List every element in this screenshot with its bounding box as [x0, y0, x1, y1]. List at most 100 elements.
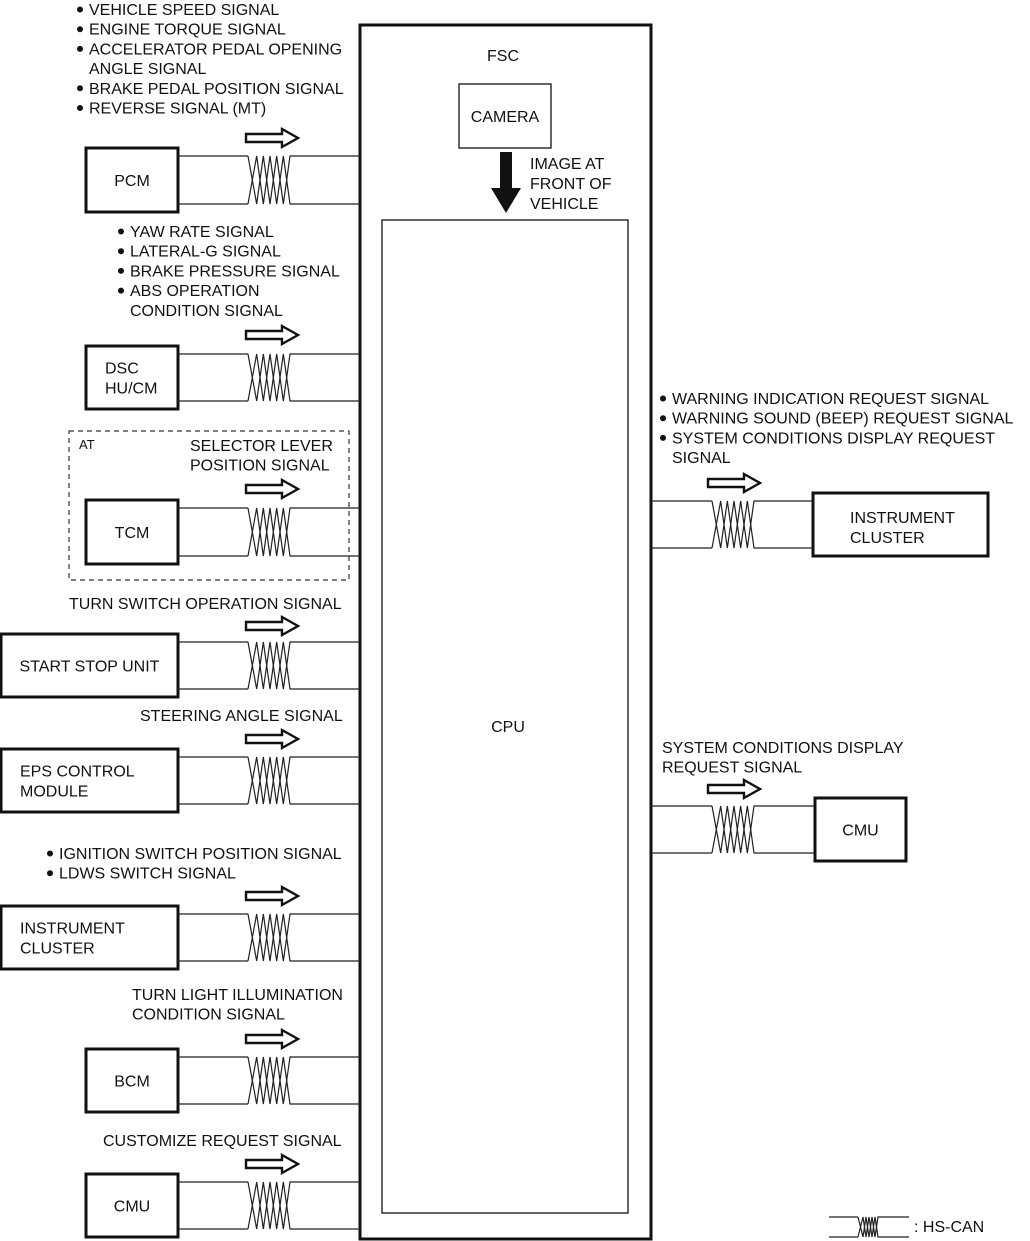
- output-signals-1: WARNING INDICATION REQUEST SIGNAL WARNING…: [660, 391, 1013, 467]
- signal-text: CONDITION SIGNAL: [130, 303, 283, 320]
- input-module-5-box: [0, 747, 180, 814]
- input-module-3-label-line-1: TCM: [115, 525, 150, 542]
- input-module-8-label-line-1: CMU: [114, 1199, 150, 1216]
- signal-direction-arrow-icon: [244, 323, 301, 347]
- input-channel-6: INSTRUMENT CLUSTER IGNITION SWITCH POSITIO…: [0, 846, 360, 971]
- input-module-8-box: [84, 1172, 180, 1239]
- bullet-icon: [77, 45, 83, 52]
- legend-wire-symbol: [829, 1216, 909, 1238]
- signal-text: SYSTEM CONDITIONS DISPLAY REQUEST: [672, 430, 995, 447]
- signal-text: YAW RATE SIGNAL: [130, 224, 274, 241]
- signal-text: LDWS SWITCH SIGNAL: [59, 866, 236, 883]
- hs-can-wire: [178, 1056, 360, 1105]
- signal-text: ENGINE TORQUE SIGNAL: [89, 22, 286, 39]
- output-signals-2: SYSTEM CONDITIONS DISPLAY REQUEST SIGNAL: [662, 740, 904, 777]
- output-module-2-label-line-1: CMU: [842, 823, 878, 840]
- bullet-icon: [118, 228, 124, 235]
- input-module-6-label-line-1: INSTRUMENT: [20, 921, 125, 938]
- signal-text: WARNING INDICATION REQUEST SIGNAL: [672, 391, 989, 408]
- hs-can-wire: [178, 353, 360, 402]
- hs-can-wire: [651, 500, 813, 549]
- input-module-7-box: [84, 1047, 180, 1114]
- legend-hs-can: : HS-CAN: [829, 1216, 984, 1238]
- bullet-icon: [118, 287, 124, 294]
- hs-can-wire: [178, 155, 360, 205]
- signal-direction-arrow-icon: [244, 477, 301, 501]
- output-module-1-box: [811, 491, 990, 558]
- signal-text: ANGLE SIGNAL: [89, 61, 206, 78]
- input-module-2-label-line-1: DSC: [105, 361, 139, 378]
- input-module-2: DSC HU/CM: [84, 344, 180, 411]
- output-module-1: INSTRUMENT CLUSTER: [811, 491, 990, 558]
- input-signals-5: STEERING ANGLE SIGNAL: [140, 708, 343, 725]
- input-module-2-label-line-2: HU/CM: [105, 381, 157, 398]
- input-module-6-label-line-2: CLUSTER: [20, 941, 95, 958]
- cpu-label: CPU: [491, 719, 525, 736]
- signal-text: LATERAL-G SIGNAL: [130, 244, 281, 261]
- signal-text: REVERSE SIGNAL (MT): [89, 101, 266, 118]
- input-module-7: BCM: [84, 1047, 180, 1114]
- bullet-icon: [77, 85, 83, 92]
- input-channel-7: BCM TURN LIGHT ILLUMINATION CONDITION SIGN…: [84, 987, 360, 1114]
- input-module-8: CMU: [84, 1172, 180, 1239]
- bullet-icon: [47, 870, 53, 877]
- input-module-7-label-line-1: BCM: [114, 1074, 150, 1091]
- signal-direction-arrow-icon: [244, 1027, 301, 1051]
- image-flow-arrow-icon: [491, 152, 521, 213]
- fsc-unit-box: [358, 23, 653, 1241]
- input-channel-4: START STOP UNIT TURN SWITCH OPERATION SIG…: [0, 596, 360, 699]
- bullet-icon: [660, 415, 666, 422]
- image-arrow-label-line-1: IMAGE AT: [530, 156, 605, 173]
- bullet-icon: [77, 26, 83, 33]
- input-module-4: START STOP UNIT: [0, 632, 180, 699]
- signal-text: BRAKE PEDAL POSITION SIGNAL: [89, 81, 344, 98]
- input-signals-2: YAW RATE SIGNAL LATERAL-G SIGNAL BRAKE PRE…: [118, 224, 340, 320]
- input-channel-2: DSC HU/CM YAW RATE SIGNAL LATERAL-G SIGNAL B…: [84, 224, 360, 411]
- signal-text: ACCELERATOR PEDAL OPENING: [89, 41, 342, 58]
- hs-can-wire: [178, 913, 360, 962]
- signal-direction-arrow-icon: [244, 126, 301, 150]
- input-module-4-label-line-1: START STOP UNIT: [20, 659, 160, 676]
- signal-text: BRAKE PRESSURE SIGNAL: [130, 263, 340, 280]
- input-module-3: TCM: [84, 498, 180, 566]
- signal-text: CUSTOMIZE REQUEST SIGNAL: [103, 1133, 342, 1150]
- signal-text: STEERING ANGLE SIGNAL: [140, 708, 343, 725]
- signal-direction-arrow-icon: [244, 727, 301, 751]
- signal-direction-arrow-icon: [244, 614, 301, 638]
- signal-text: TURN SWITCH OPERATION SIGNAL: [69, 596, 342, 613]
- signal-text: REQUEST SIGNAL: [662, 760, 802, 777]
- signal-text: CONDITION SIGNAL: [132, 1007, 285, 1024]
- input-module-1-label-line-1: PCM: [114, 173, 150, 190]
- signal-text: WARNING SOUND (BEEP) REQUEST SIGNAL: [672, 411, 1013, 428]
- image-arrow-label-line-2: FRONT OF: [530, 176, 612, 193]
- input-signals-6: IGNITION SWITCH POSITION SIGNAL LDWS SWIT…: [47, 846, 342, 883]
- bullet-icon: [47, 850, 53, 857]
- output-module-1-label-line-1: INSTRUMENT: [850, 510, 955, 527]
- signal-text: TURN LIGHT ILLUMINATION: [132, 987, 343, 1004]
- input-module-3-box: [84, 498, 180, 566]
- input-module-4-box: [0, 632, 180, 699]
- input-module-1-box: [84, 146, 180, 214]
- output-module-1-label-line-2: CLUSTER: [850, 530, 925, 547]
- input-signals-8: CUSTOMIZE REQUEST SIGNAL: [103, 1133, 342, 1150]
- at-group-boundary: [68, 430, 350, 581]
- signal-text: IGNITION SWITCH POSITION SIGNAL: [59, 846, 342, 863]
- output-channel-1: WARNING INDICATION REQUEST SIGNAL WARNING…: [651, 391, 1013, 558]
- camera-label: CAMERA: [471, 109, 540, 126]
- bullet-icon: [118, 267, 124, 274]
- input-signals-4: TURN SWITCH OPERATION SIGNAL: [69, 596, 342, 613]
- signal-direction-arrow-icon: [706, 471, 763, 495]
- signal-direction-arrow-icon: [706, 777, 763, 801]
- signal-text: SYSTEM CONDITIONS DISPLAY: [662, 740, 904, 757]
- hs-can-wire: [178, 641, 360, 690]
- bullet-icon: [77, 105, 83, 111]
- hs-can-wire: [178, 1181, 360, 1230]
- bullet-icon: [118, 248, 124, 255]
- bullet-icon: [77, 6, 83, 13]
- bullet-icon: [660, 395, 666, 402]
